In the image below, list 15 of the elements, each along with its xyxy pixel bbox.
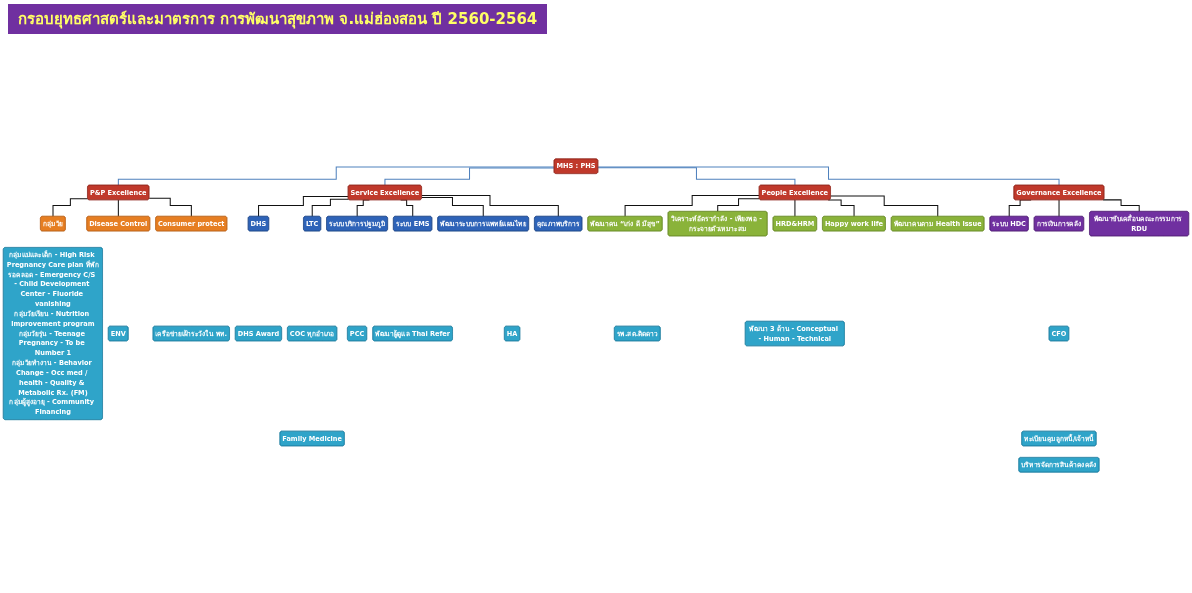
title-banner: กรอบยุทธศาสตร์และมาตรการ การพัฒนาสุขภาพ จ.แม่ฮ่องสอน ปี 2560-2564: [8, 4, 548, 34]
connector: [830, 195, 939, 217]
connector: [624, 194, 760, 217]
connector: [1102, 199, 1140, 213]
connector: [311, 198, 350, 217]
connector: [52, 198, 89, 217]
connector: [384, 167, 555, 186]
connector: [421, 194, 559, 217]
connector: [827, 199, 855, 217]
connector: [258, 195, 349, 217]
connector: [421, 197, 484, 217]
connector: [717, 198, 760, 213]
connector: [597, 166, 1060, 186]
connector: [117, 166, 555, 186]
connector: [148, 197, 192, 217]
